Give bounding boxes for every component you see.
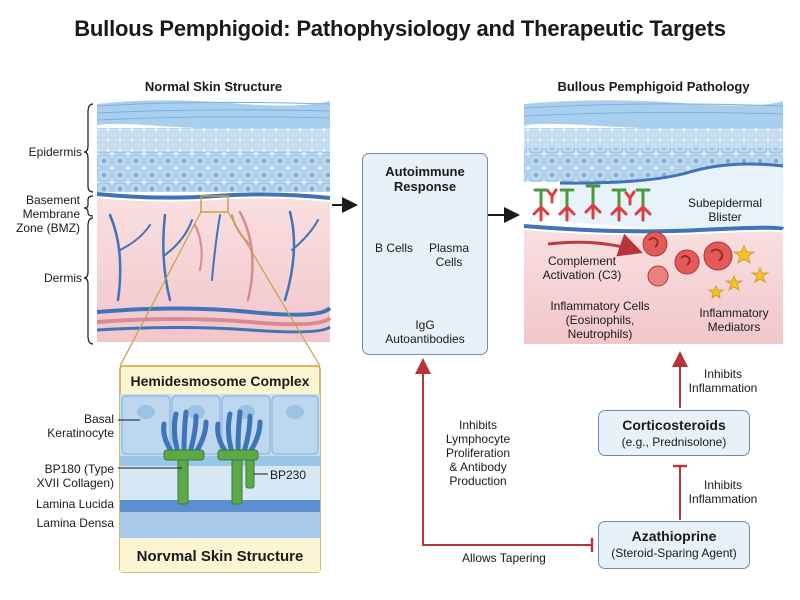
- bmz-label: Basement Membrane Zone (BMZ): [15, 193, 80, 235]
- corticosteroids-name: Corticosteroids: [622, 417, 726, 433]
- epidermis-label: Epidermis: [28, 145, 82, 159]
- azathioprine-name: Azathioprine: [631, 528, 717, 544]
- basal-keratinocyte-label: Basal Keratinocyte: [47, 412, 114, 440]
- complement-label: Complement Activation (C3): [542, 254, 622, 282]
- lamina-lucida-label: Lamina Lucida: [35, 497, 114, 511]
- hemidesmosome-illustration: [118, 365, 321, 573]
- bp230-label: BP230: [270, 468, 307, 482]
- corticosteroids-example: (e.g., Prednisolone): [621, 435, 727, 449]
- plasma-cells-label: Plasma Cells: [428, 241, 469, 269]
- normal-skin-heading: Normal Skin Structure: [144, 79, 283, 94]
- corticosteroids-box: Corticosteroids (e.g., Prednisolone): [598, 410, 750, 456]
- inflammatory-cells-label: Inflammatory Cells (Eosinophils, Neutrop…: [550, 299, 650, 341]
- label-braces: [83, 103, 94, 345]
- arrow-aza-to-autoimmune: [415, 358, 592, 546]
- blister-label: Subepidermal Blister: [687, 196, 763, 224]
- page-title: Bullous Pemphigoid: Pathophysiology and …: [74, 16, 726, 41]
- dermis-label: Dermis: [44, 271, 82, 285]
- allows-tapering-label: Allows Tapering: [462, 551, 546, 565]
- b-cells-label: B Cells: [374, 241, 413, 255]
- azathioprine-box: Azathioprine (Steroid-Sparing Agent): [598, 521, 750, 569]
- hemidesmosome-heading: Hemidesmosome Complex: [130, 373, 310, 389]
- inhibits-lymphocyte-label: Inhibits Lymphocyte Proliferation & Anti…: [445, 418, 511, 488]
- autoimmune-response-box: [362, 153, 488, 355]
- autoimmune-heading: Autoimmune Response: [385, 164, 465, 194]
- inflammatory-mediators-label: Inflammatory Mediators: [699, 306, 769, 334]
- hemidesmosome-footer: Norvmal Skin Structure: [136, 548, 304, 565]
- azathioprine-subtitle: (Steroid-Sparing Agent): [611, 546, 737, 560]
- pathology-heading: Bullous Pemphigoid Pathology: [557, 79, 750, 94]
- bp180-label: BP180 (Type XVII Collagen): [36, 462, 114, 490]
- pathology-skin-illustration: [523, 100, 785, 344]
- inhibits-inflammation-top-label: Inhibits Inflammation: [688, 367, 758, 395]
- lamina-densa-label: Lamina Densa: [36, 516, 114, 530]
- igg-label: IgG Autoantibodies: [385, 318, 465, 346]
- normal-skin-illustration: [96, 100, 332, 367]
- inhibits-inflammation-mid-label: Inhibits Inflammation: [688, 478, 758, 506]
